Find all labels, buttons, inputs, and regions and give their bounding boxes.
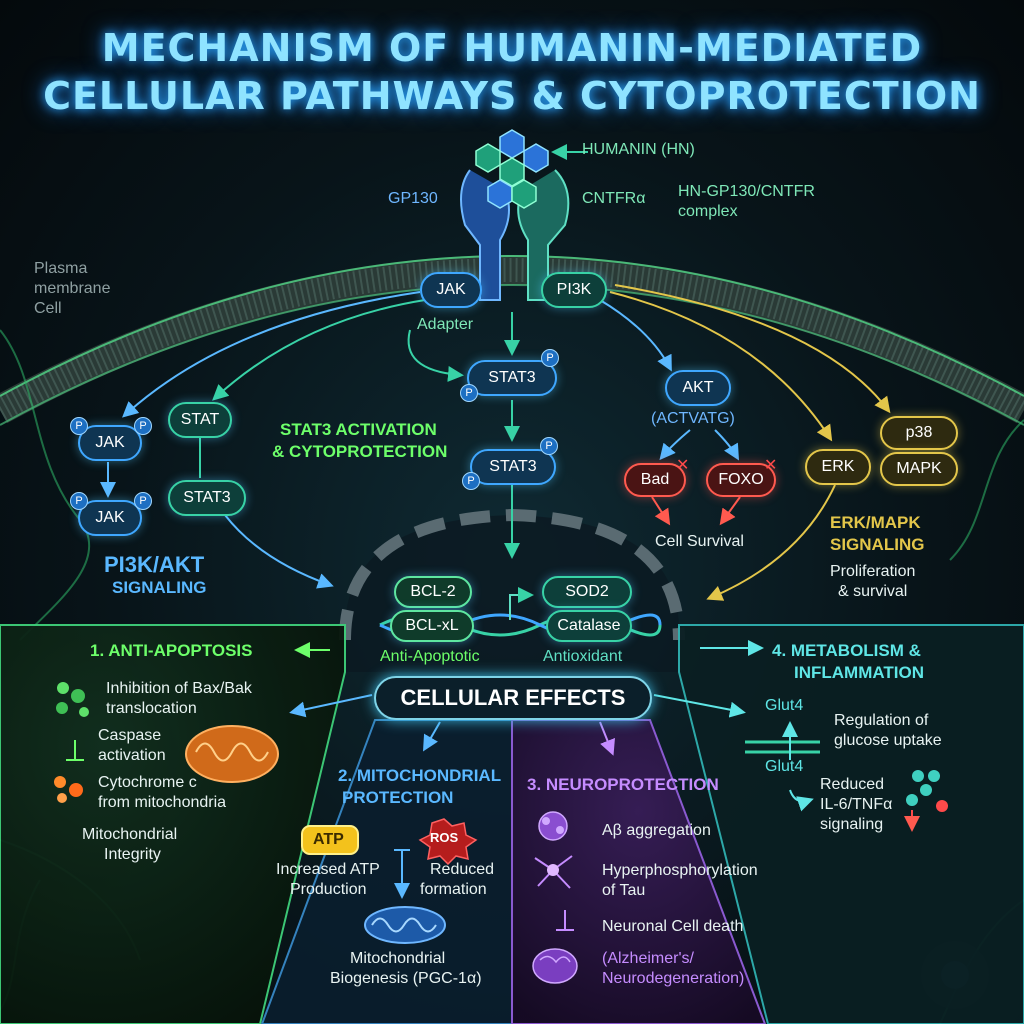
metabolism-heading-line2: INFLAMMATION xyxy=(794,663,924,682)
mito-heading-line1: 2. MITOCHONDRIAL xyxy=(338,766,502,785)
phospho-badge: P xyxy=(134,417,152,435)
anti-apoptotic-label: Anti-Apoptotic xyxy=(380,648,480,665)
anti-apoptosis-item1-line1: Inhibition of Bax/Bak xyxy=(106,680,252,697)
p38-node: p38 xyxy=(880,416,958,450)
neuro-heading: 3. NEUROPROTECTION xyxy=(527,775,719,794)
arrows xyxy=(66,144,891,931)
metabolism-item1-line1: Regulation of xyxy=(834,712,929,729)
erk-heading-line1: ERK/MAPK xyxy=(830,513,921,532)
metabolism-heading-line1: 4. METABOLISM & xyxy=(772,641,921,660)
stat3-left: STAT3 xyxy=(168,480,246,516)
effect-panels xyxy=(0,624,1024,1024)
jak-label: JAK xyxy=(436,281,466,298)
mito-heading-line2: PROTECTION xyxy=(342,788,454,807)
phospho-badge: P xyxy=(460,384,478,402)
neuro-item1: Aβ aggregation xyxy=(602,822,711,839)
sod2-node: SOD2 xyxy=(542,576,632,608)
pi3k-label: PI3K xyxy=(556,281,592,298)
anti-apoptosis-item3-line1: Cytochrome c xyxy=(98,774,197,791)
phospho-badge: P xyxy=(462,472,480,490)
metabolism-item2-line2: IL-6/TNFα xyxy=(820,796,893,813)
anti-apoptosis-item3-line2: from mitochondria xyxy=(98,794,227,811)
atp-text-line2: Production xyxy=(290,881,367,898)
bio-text-line2: Biogenesis (PGC-1α) xyxy=(330,970,482,987)
glut4-top-label: Glut4 xyxy=(765,697,804,714)
phospho-badge: P xyxy=(70,417,88,435)
neuro-item3: Neuronal Cell death xyxy=(602,918,744,935)
phospho-badge: P xyxy=(70,492,88,510)
phospho-badge: P xyxy=(541,349,559,367)
membrane-label-line3: Cell xyxy=(34,300,62,317)
neuro-item2-line1: Hyperphosphorylation xyxy=(602,862,758,879)
antioxidant-label: Antioxidant xyxy=(543,648,623,665)
inhibit-x-icon: ✕ xyxy=(676,455,690,474)
bad-node: Bad xyxy=(624,463,686,497)
cellular-effects-box: CELLULAR EFFECTS xyxy=(374,676,652,720)
erk-sub-line1: Proliferation xyxy=(830,563,916,580)
inhibit-x-icon: ✕ xyxy=(764,455,778,474)
anti-apoptosis-footer-line1: Mitochondrial xyxy=(82,826,178,843)
membrane-label-line1: Plasma xyxy=(34,260,88,277)
akt-activated-label: (ACTVATG) xyxy=(651,410,735,427)
pi3k-akt-heading-line1: PI3K/AKT xyxy=(104,552,205,577)
catalase-node: Catalase xyxy=(546,610,632,642)
page-title-line1: MECHANISM OF HUMANIN-MEDIATED xyxy=(101,26,923,70)
metabolism-icons xyxy=(745,721,948,832)
metabolism-item2-line1: Reduced xyxy=(820,776,885,793)
anti-apoptosis-heading: 1. ANTI-APOPTOSIS xyxy=(90,641,253,660)
neuro-icons xyxy=(532,811,578,984)
bclxl-node: BCL-xL xyxy=(390,610,474,642)
glut4-bottom-label: Glut4 xyxy=(765,758,804,775)
anti-apoptosis-footer-line2: Integrity xyxy=(104,846,161,863)
anti-apoptosis-icons xyxy=(54,682,89,803)
complex-label-line2: complex xyxy=(678,203,738,220)
stat3-heading-line1: STAT3 ACTIVATION xyxy=(280,420,437,439)
atp-text-line1: Increased ATP xyxy=(276,861,380,878)
neuro-item4-line2: Neurodegeneration) xyxy=(602,970,745,987)
stat3-heading-line2: & CYTOPROTECTION xyxy=(272,442,448,461)
cntfr-label: CNTFRα xyxy=(582,190,646,207)
atp-ros-icons xyxy=(301,818,478,944)
humanin-hexagons xyxy=(475,129,549,209)
neuro-item4-line1: (Alzheimer's/ xyxy=(602,950,694,967)
plasma-membrane xyxy=(0,255,1024,426)
page-title-line2: CELLULAR PATHWAYS & CYTOPROTECTION xyxy=(43,74,981,118)
ros-text-line2: formation xyxy=(420,881,487,898)
stat-left: STAT xyxy=(168,402,232,438)
neuro-item2-line2: of Tau xyxy=(602,882,646,899)
erk-heading-line2: SIGNALING xyxy=(830,535,925,554)
jak-left-2: JAK xyxy=(78,500,142,536)
cell-survival-label: Cell Survival xyxy=(655,533,744,550)
erk-node: ERK xyxy=(805,449,871,485)
metabolism-item2-line3: signaling xyxy=(820,816,884,833)
stat3-mid: STAT3 xyxy=(470,449,556,485)
erk-sub-line2: & survival xyxy=(838,583,908,600)
phospho-badge: P xyxy=(134,492,152,510)
ros-badge-label: ROS xyxy=(430,830,459,845)
atp-badge-label: ATP xyxy=(313,831,344,848)
complex-label-line1: HN-GP130/CNTFR xyxy=(678,183,815,200)
foxo-node: FOXO xyxy=(706,463,776,497)
pi3k-akt-heading-line2: SIGNALING xyxy=(112,578,207,597)
jak-receptor: JAK xyxy=(420,272,482,308)
gp130-label: GP130 xyxy=(388,190,438,207)
mitochondrion-icon xyxy=(185,725,279,783)
adapter-label: Adapter xyxy=(417,316,474,333)
anti-apoptosis-item1-line2: translocation xyxy=(106,700,197,717)
bio-text-line1: Mitochondrial xyxy=(350,950,446,967)
mapk-node: MAPK xyxy=(880,452,958,486)
ros-text-line1: Reduced xyxy=(430,861,495,878)
metabolism-item1-line2: glucose uptake xyxy=(834,732,942,749)
jak-left-1: JAK xyxy=(78,425,142,461)
akt-node: AKT xyxy=(665,370,731,406)
anti-apoptosis-item2-line2: activation xyxy=(98,747,166,764)
stat3-top: STAT3 xyxy=(467,360,557,396)
bcl2-node: BCL-2 xyxy=(394,576,472,608)
pi3k-receptor: PI3K xyxy=(541,272,607,308)
phospho-badge: P xyxy=(540,437,558,455)
anti-apoptosis-item2-line1: Caspase xyxy=(98,727,162,744)
humanin-label: HUMANIN (HN) xyxy=(582,141,695,158)
membrane-label-line2: membrane xyxy=(34,280,111,297)
